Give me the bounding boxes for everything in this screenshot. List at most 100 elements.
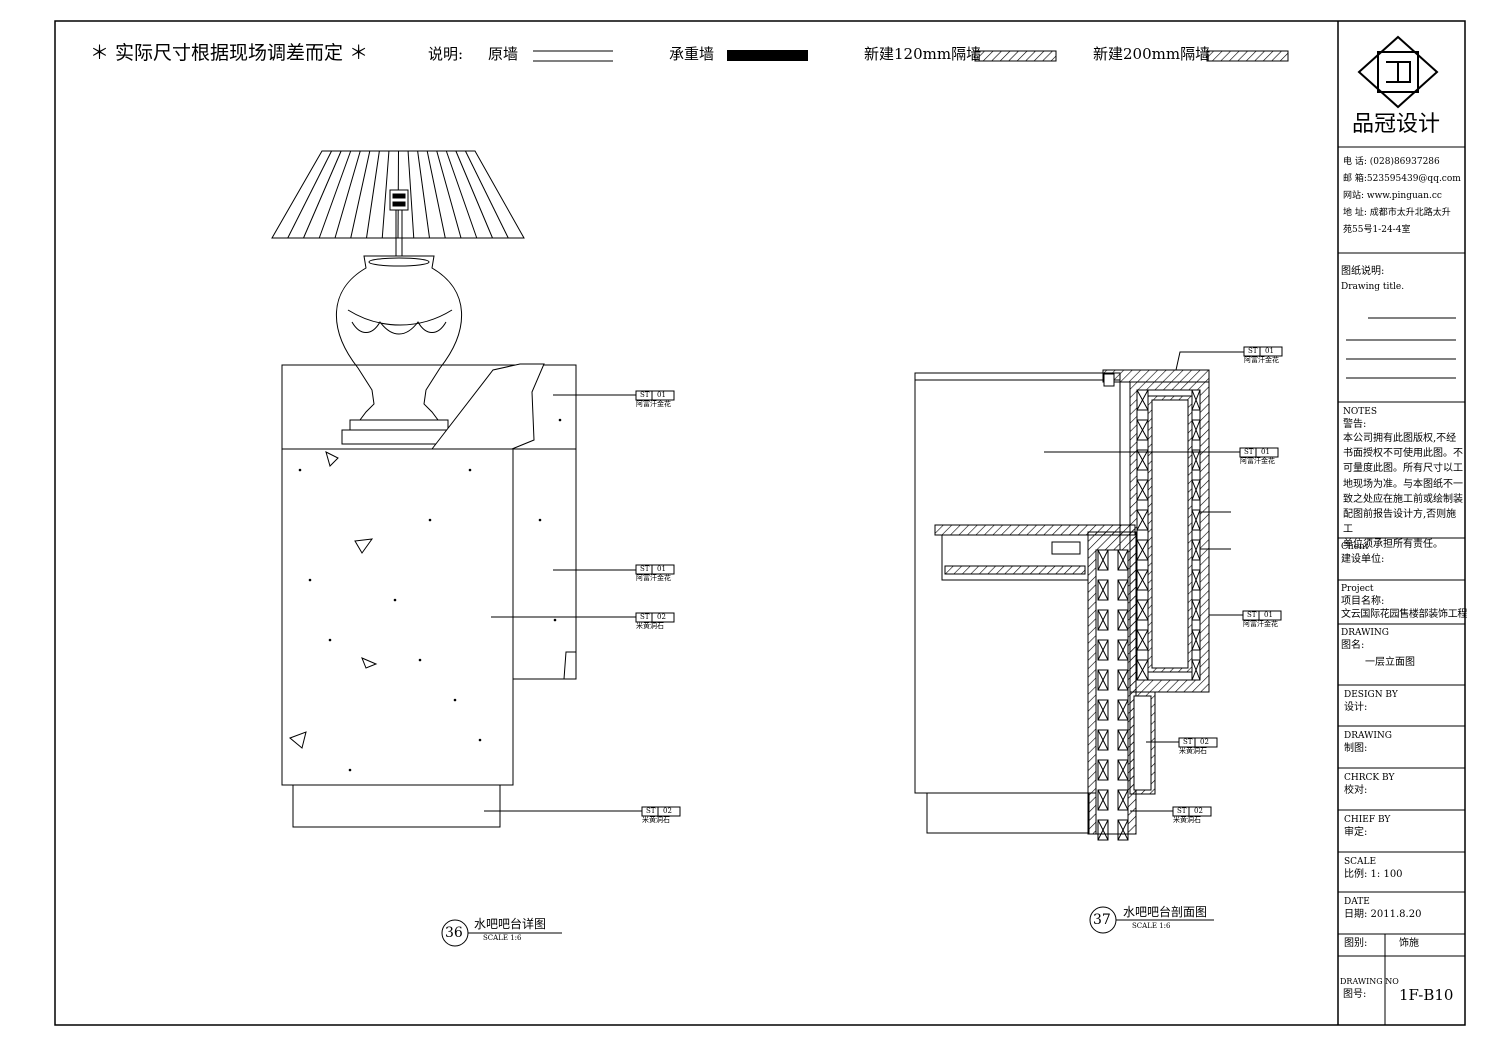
material-tag-code: ST [640, 613, 650, 621]
legend-new-120-wall: 新建120mm隔墙 [864, 45, 982, 63]
material-tag-boxes [635, 346, 1283, 817]
material-tag-name: 阿富汗金花 [636, 574, 671, 582]
drawing-number-value: 1F-B10 [1399, 986, 1454, 1004]
material-tag-name: 阿富汗金花 [1244, 356, 1279, 364]
project-en: Project [1341, 584, 1374, 594]
titleblock-grid [1338, 146, 1465, 1025]
chief-en: CHIEF BY [1344, 815, 1391, 825]
company-name: 品冠设计 [1352, 112, 1441, 137]
chief-block: CHIEF BY 审定: [1344, 815, 1472, 839]
material-tag-code: ST [1183, 738, 1193, 746]
contact-address-2: 苑55号1-24-4室 [1343, 225, 1411, 235]
material-tag-name: 阿富汗金花 [636, 400, 671, 408]
bar-counter-section [914, 351, 1244, 841]
material-tag-num: 01 [657, 565, 666, 573]
notes-body: 本公司拥有此图版权,不经书面授权不可使用此图。不可量度此图。所有尺寸以工地现场为… [1343, 431, 1465, 553]
material-tag-code: ST [640, 391, 650, 399]
drawing-name-cn: 图名: [1341, 640, 1365, 651]
notes-line: 可量度此图。所有尺寸以工 [1343, 463, 1463, 475]
material-tag-name: 米黄洞石 [636, 622, 664, 630]
drawing-name-value: 一层立面图 [1365, 657, 1415, 668]
design-block: DESIGN BY 设计: [1344, 690, 1472, 714]
category-label: 图别: [1344, 938, 1368, 949]
check-en: CHRCK BY [1344, 773, 1395, 783]
legend-patterns [533, 50, 1289, 62]
drafting-block: DRAWING 制图: [1344, 731, 1472, 755]
contact-phone: 电 话: (028)86937286 [1343, 157, 1440, 167]
notes-line: 本公司拥有此图版权,不经 [1343, 433, 1457, 444]
material-tag-code: ST [1247, 611, 1257, 619]
material-tag-num: 02 [1200, 738, 1209, 746]
drawing-36-title: 水吧吧台详图 [474, 917, 547, 931]
material-tag-code: ST [640, 565, 650, 573]
notes-line: 地现场为准。与本图纸不一 [1343, 478, 1463, 490]
drawing-37-number: 37 [1093, 912, 1111, 928]
date-block: DATE 日期: 2011.8.20 [1344, 897, 1472, 921]
material-tag-code: ST [1248, 347, 1258, 355]
contact-block: 电 话: (028)86937286 邮 箱:523595439@qq.com … [1343, 154, 1471, 239]
material-tag-name: 阿富汗金花 [1243, 620, 1278, 628]
notes-en: NOTES [1343, 407, 1377, 417]
drawing-title-cn: 图纸说明: [1341, 266, 1385, 277]
check-block: CHRCK BY 校对: [1344, 773, 1472, 797]
project-cn: 项目名称: [1341, 596, 1385, 607]
scale-en: SCALE [1344, 857, 1377, 867]
client-cn: 建设单位: [1341, 554, 1385, 565]
design-en: DESIGN BY [1344, 690, 1398, 700]
drawing-number-en: DRAWING NO [1340, 977, 1399, 986]
scale-value: 比例: 1: 100 [1344, 869, 1403, 880]
project-value: 文云国际花园售楼部装饰工程 [1341, 609, 1468, 620]
material-tag-num: 02 [663, 807, 672, 815]
notes-line: 书面授权不可使用此图。不 [1343, 448, 1463, 460]
contact-web: 网站: www.pinguan.cc [1343, 191, 1442, 201]
legend-new-200-wall: 新建200mm隔墙 [1093, 45, 1211, 63]
notes-cn: 警告: [1343, 419, 1367, 430]
drawing-37-scale: SCALE 1:6 [1132, 922, 1171, 930]
notes-line: 单位须承担所有责任。 [1343, 539, 1443, 551]
bar-counter-elevation [281, 363, 642, 828]
chief-cn: 审定: [1344, 827, 1368, 838]
material-tag-name: 阿富汗金花 [1240, 457, 1275, 465]
design-cn: 设计: [1344, 702, 1368, 713]
notes-line: 配图前报告设计方,否则施工 [1343, 509, 1457, 536]
date-en: DATE [1344, 897, 1370, 907]
drawing-number-cn: 图号: [1343, 989, 1367, 1000]
drawing-title-block: 图纸说明: Drawing title. [1341, 265, 1469, 293]
drafting-en: DRAWING [1344, 731, 1392, 741]
client-block: Client 建设单位: [1341, 542, 1469, 566]
material-tag-num: 02 [657, 613, 666, 621]
check-cn: 校对: [1344, 785, 1368, 796]
material-tag-code: ST [1244, 448, 1254, 456]
material-tag-num: 02 [1194, 807, 1203, 815]
drawing-name-block: DRAWING 图名: 一层立面图 [1341, 628, 1469, 669]
outer-frame [54, 20, 1466, 1026]
drawing-name-en: DRAWING [1341, 628, 1389, 638]
project-block: Project 项目名称: 文云国际花园售楼部装饰工程 [1341, 584, 1469, 621]
pinguan-logo-icon [1357, 35, 1439, 109]
contact-address-1: 地 址: 成都市太升北路太升 [1343, 208, 1451, 218]
material-tag-name: 米黄洞石 [642, 816, 670, 824]
client-en: Client [1341, 542, 1369, 552]
drawing-36-scale: SCALE 1:6 [483, 934, 522, 942]
notes-block: NOTES 警告: 本公司拥有此图版权,不经书面授权不可使用此图。不可量度此图。… [1343, 407, 1465, 553]
material-tag-num: 01 [1264, 611, 1273, 619]
drawing-36-number: 36 [445, 925, 463, 941]
drawing-title-en: Drawing title. [1341, 282, 1405, 292]
legend-load-bearing-wall: 承重墙 [669, 45, 715, 63]
drawing-37-title: 水吧吧台剖面图 [1123, 905, 1208, 919]
notes-line: 致之处应在施工前或绘制装 [1343, 493, 1463, 505]
legend-title: 说明: [428, 45, 464, 63]
material-tag-name: 米黄洞石 [1173, 816, 1201, 824]
category-value: 饰施 [1399, 938, 1419, 949]
contact-email: 邮 箱:523595439@qq.com [1343, 174, 1461, 184]
material-tag-code: ST [646, 807, 656, 815]
date-value: 日期: 2011.8.20 [1344, 909, 1422, 920]
scale-block: SCALE 比例: 1: 100 [1344, 857, 1472, 881]
material-tag-name: 米黄洞石 [1179, 747, 1207, 755]
legend-original-wall: 原墙 [488, 45, 519, 63]
drafting-cn: 制图: [1344, 743, 1368, 754]
header-note: ＊ 实际尺寸根据现场调差而定 ＊ [90, 42, 369, 64]
material-tag-num: 01 [1261, 448, 1270, 456]
material-tag-code: ST [1177, 807, 1187, 815]
